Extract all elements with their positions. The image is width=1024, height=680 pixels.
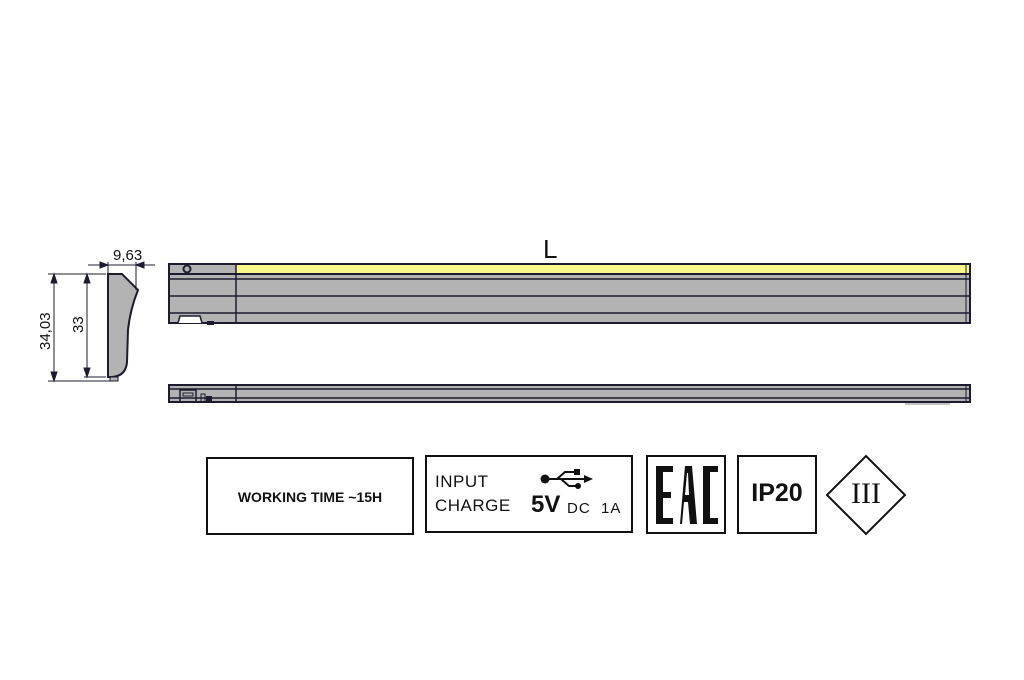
- working-time-badge: WORKING TIME ~15H: [206, 457, 414, 535]
- voltage-value: 5V: [531, 491, 561, 518]
- technical-drawing: 9,63 34,03 33 L: [37, 234, 971, 405]
- current-type: DC: [567, 500, 591, 517]
- protection-class-badge: III: [825, 454, 907, 536]
- diamond-icon: [825, 454, 907, 536]
- eac-icon: [656, 466, 718, 524]
- dim-inner-height: 33: [70, 316, 87, 333]
- dim-outer-height: 34,03: [37, 312, 54, 350]
- protection-class-text: III: [851, 477, 881, 510]
- front-view: [168, 263, 971, 325]
- drawing-lines: 9,63 34,03 33 L: [37, 234, 971, 405]
- profile-cross-section: [48, 261, 155, 383]
- ip-rating-badge: IP20: [737, 455, 817, 534]
- length-label: L: [543, 234, 557, 264]
- ip-rating-text: IP20: [751, 479, 803, 507]
- working-time-text: WORKING TIME ~15H: [237, 489, 383, 505]
- usb-icon: [540, 469, 593, 489]
- eac-mark: [646, 455, 726, 534]
- amperage: 1A: [601, 500, 622, 517]
- current-spec: DC 1A: [567, 500, 621, 517]
- charge-label: CHARGE: [435, 496, 511, 515]
- dim-width: 9,63: [113, 247, 142, 264]
- input-label: INPUT: [435, 472, 489, 491]
- bottom-view: [168, 384, 971, 405]
- input-charge-badge: INPUT CHARGE 5V DC 1A: [425, 455, 633, 533]
